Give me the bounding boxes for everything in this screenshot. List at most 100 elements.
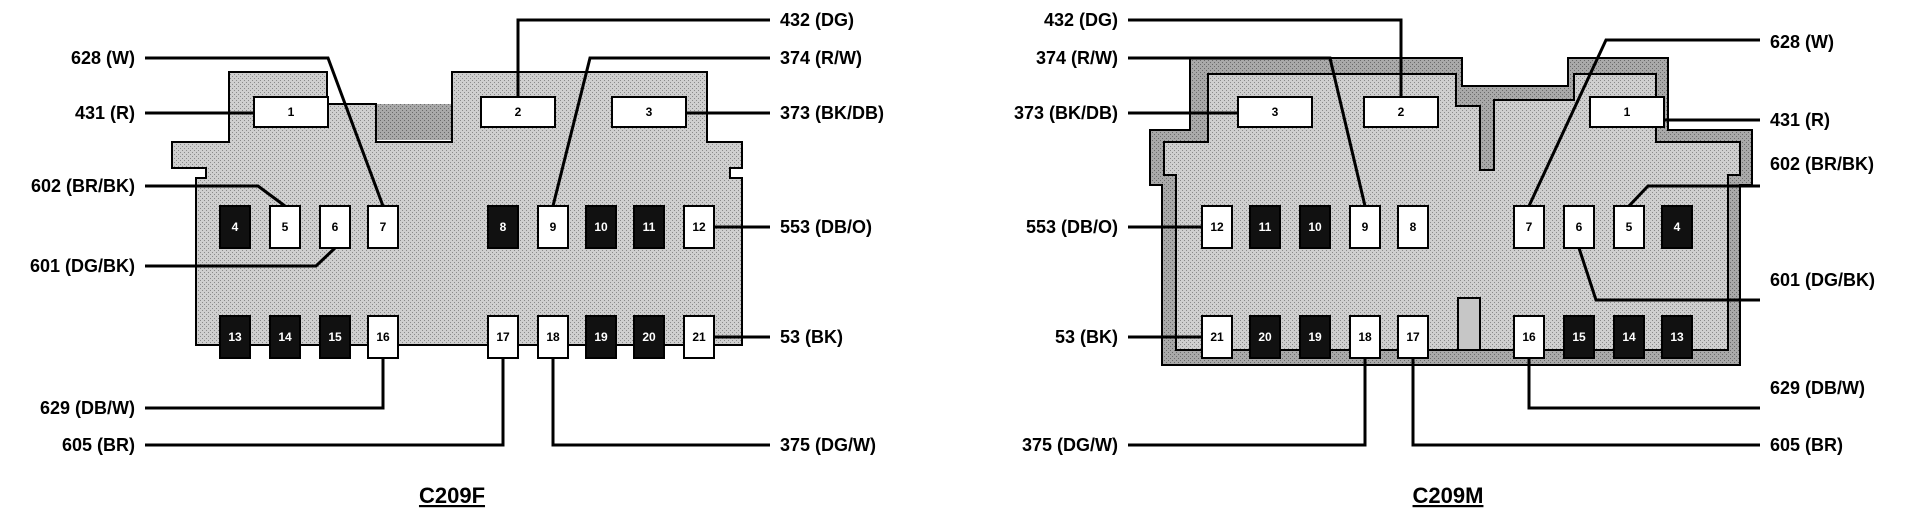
pin-cavity xyxy=(1661,315,1693,359)
c209m-wire-5 xyxy=(1627,184,1760,208)
pin-cavity xyxy=(1397,315,1429,359)
c209f-wire-6 xyxy=(145,246,337,268)
pin-cavity xyxy=(1237,96,1313,128)
connector-key xyxy=(377,104,451,140)
pin-cavity xyxy=(633,315,665,359)
c209f-pin-20: 20 xyxy=(633,315,665,359)
c209m-pin-17: 17 xyxy=(1397,315,1429,359)
pin-number: 4 xyxy=(1674,220,1681,234)
c209m-wire-label: 432 (DG) xyxy=(1044,10,1118,30)
c209f-pin-13: 13 xyxy=(219,315,251,359)
pin-cavity xyxy=(1613,315,1645,359)
c209f-wire-label: 432 (DG) xyxy=(780,10,854,30)
c209m-pin-4: 4 xyxy=(1661,205,1693,249)
pin-cavity xyxy=(367,315,399,359)
c209m-pin-13: 13 xyxy=(1661,315,1693,359)
pin-number: 7 xyxy=(1526,220,1533,234)
pin-number: 13 xyxy=(1670,330,1684,344)
pin-cavity xyxy=(683,315,715,359)
c209f-wire-18 xyxy=(551,358,770,447)
pin-cavity xyxy=(1513,205,1545,249)
pin-number: 18 xyxy=(546,330,560,344)
c209f-pin-19: 19 xyxy=(585,315,617,359)
c209m-wire-label: 53 (BK) xyxy=(1055,327,1118,347)
connector-inner xyxy=(1163,73,1741,351)
c209f-wire-label: 553 (DB/O) xyxy=(780,217,872,237)
c209m-pin-11: 11 xyxy=(1249,205,1281,249)
pin-cavity xyxy=(487,315,519,359)
c209f-pin-12: 12 xyxy=(683,205,715,249)
c209f-pin-5: 5 xyxy=(269,205,301,249)
c209m-wire-label: 375 (DG/W) xyxy=(1022,435,1118,455)
pin-number: 7 xyxy=(380,220,387,234)
pin-cavity xyxy=(585,205,617,249)
c209m-pin-10: 10 xyxy=(1299,205,1331,249)
pin-number: 12 xyxy=(1210,220,1224,234)
c209f-pin-11: 11 xyxy=(633,205,665,249)
c209f-pin-16: 16 xyxy=(367,315,399,359)
pin-number: 11 xyxy=(1259,220,1272,234)
pin-cavity xyxy=(480,96,556,128)
c209f-pin-2: 2 xyxy=(480,96,556,128)
pin-cavity xyxy=(1201,315,1233,359)
pin-number: 14 xyxy=(278,330,292,344)
c209m-pin-21: 21 xyxy=(1201,315,1233,359)
c209f-wire-label: 605 (BR) xyxy=(62,435,135,455)
pin-number: 6 xyxy=(1576,220,1583,234)
pin-number: 13 xyxy=(228,330,242,344)
c209f-wire-label: 373 (BK/DB) xyxy=(780,103,884,123)
pin-cavity xyxy=(1299,315,1331,359)
pin-number: 20 xyxy=(642,330,656,344)
connector-c209m xyxy=(1149,57,1753,366)
c209m-pin-19: 19 xyxy=(1299,315,1331,359)
pin-cavity xyxy=(1513,315,1545,359)
pin-cavity xyxy=(1563,315,1595,359)
pin-number: 8 xyxy=(500,220,507,234)
pin-cavity xyxy=(1349,205,1381,249)
pin-cavity xyxy=(1563,205,1595,249)
c209m-pin-16: 16 xyxy=(1513,315,1545,359)
pin-number: 19 xyxy=(594,330,608,344)
c209m-wire-label: 601 (DG/BK) xyxy=(1770,270,1875,290)
c209f-pin-6: 6 xyxy=(319,205,351,249)
pin-cavity xyxy=(1299,205,1331,249)
pin-cavity xyxy=(319,205,351,249)
c209f-wire-16 xyxy=(145,358,385,410)
c209f-wire-label: 602 (BR/BK) xyxy=(31,176,135,196)
c209f-pin-21: 21 xyxy=(683,315,715,359)
c209m-wire-label: 431 (R) xyxy=(1770,110,1830,130)
c209f-wire-17 xyxy=(145,358,505,447)
c209m-wire-7 xyxy=(1527,38,1760,207)
pin-number: 16 xyxy=(376,330,390,344)
pin-cavity xyxy=(367,205,399,249)
pin-number: 20 xyxy=(1258,330,1272,344)
c209m-wire-9 xyxy=(1128,56,1367,207)
c209m-wire-6 xyxy=(1577,247,1760,302)
c209f-pin-4: 4 xyxy=(219,205,251,249)
pin-number: 19 xyxy=(1308,330,1322,344)
pin-cavity xyxy=(269,205,301,249)
c209f-wire-5 xyxy=(145,184,286,208)
pin-cavity xyxy=(1349,315,1381,359)
pin-cavity xyxy=(585,315,617,359)
c209f-pin-1: 1 xyxy=(253,96,329,128)
c209f-wire-label: 431 (R) xyxy=(75,103,135,123)
c209m-pin-6: 6 xyxy=(1563,205,1595,249)
pin-cavity xyxy=(1589,96,1665,128)
pin-number: 10 xyxy=(594,220,608,234)
c209m-pin-2: 2 xyxy=(1363,96,1439,128)
c209m-pin-20: 20 xyxy=(1249,315,1281,359)
pin-cavity xyxy=(1661,205,1693,249)
pin-number: 10 xyxy=(1308,220,1322,234)
pin-number: 1 xyxy=(288,105,295,119)
pin-cavity xyxy=(1397,205,1429,249)
pin-number: 2 xyxy=(515,105,522,119)
pin-number: 21 xyxy=(692,330,706,344)
pin-number: 15 xyxy=(328,330,342,344)
c209m-pin-5: 5 xyxy=(1613,205,1645,249)
c209f-pin-3: 3 xyxy=(611,96,687,128)
c209m-wire-18 xyxy=(1128,358,1367,447)
pin-number: 2 xyxy=(1398,105,1405,119)
pin-number: 4 xyxy=(232,220,239,234)
c209f-wire-7 xyxy=(145,56,385,207)
